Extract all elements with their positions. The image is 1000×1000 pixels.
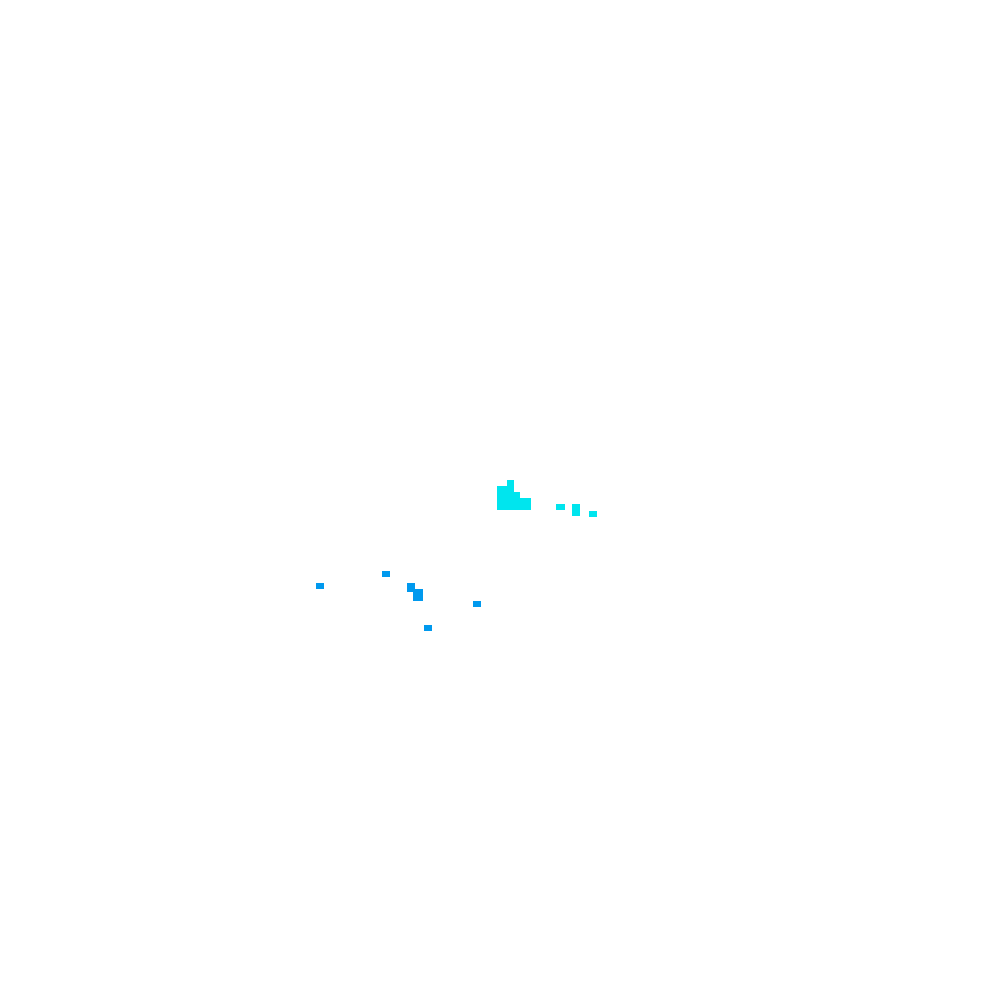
cyan-pixel-block [572, 504, 580, 516]
cyan-pixel-block [589, 511, 597, 517]
cyan-pixel-cluster [497, 480, 597, 517]
cyan-pixel-block [497, 492, 520, 498]
cyan-pixel-block [497, 498, 531, 510]
cyan-pixel-block [497, 486, 514, 492]
blue-pixel-block [413, 589, 423, 601]
cyan-pixel-block [556, 504, 565, 510]
blue-pixel-block [316, 583, 324, 589]
blue-pixel-block [407, 583, 415, 592]
blue-pixel-cluster [316, 571, 481, 631]
blue-pixel-block [473, 601, 481, 607]
blue-pixel-block [382, 571, 390, 577]
blue-pixel-block [424, 625, 432, 631]
cyan-pixel-block [507, 480, 514, 488]
